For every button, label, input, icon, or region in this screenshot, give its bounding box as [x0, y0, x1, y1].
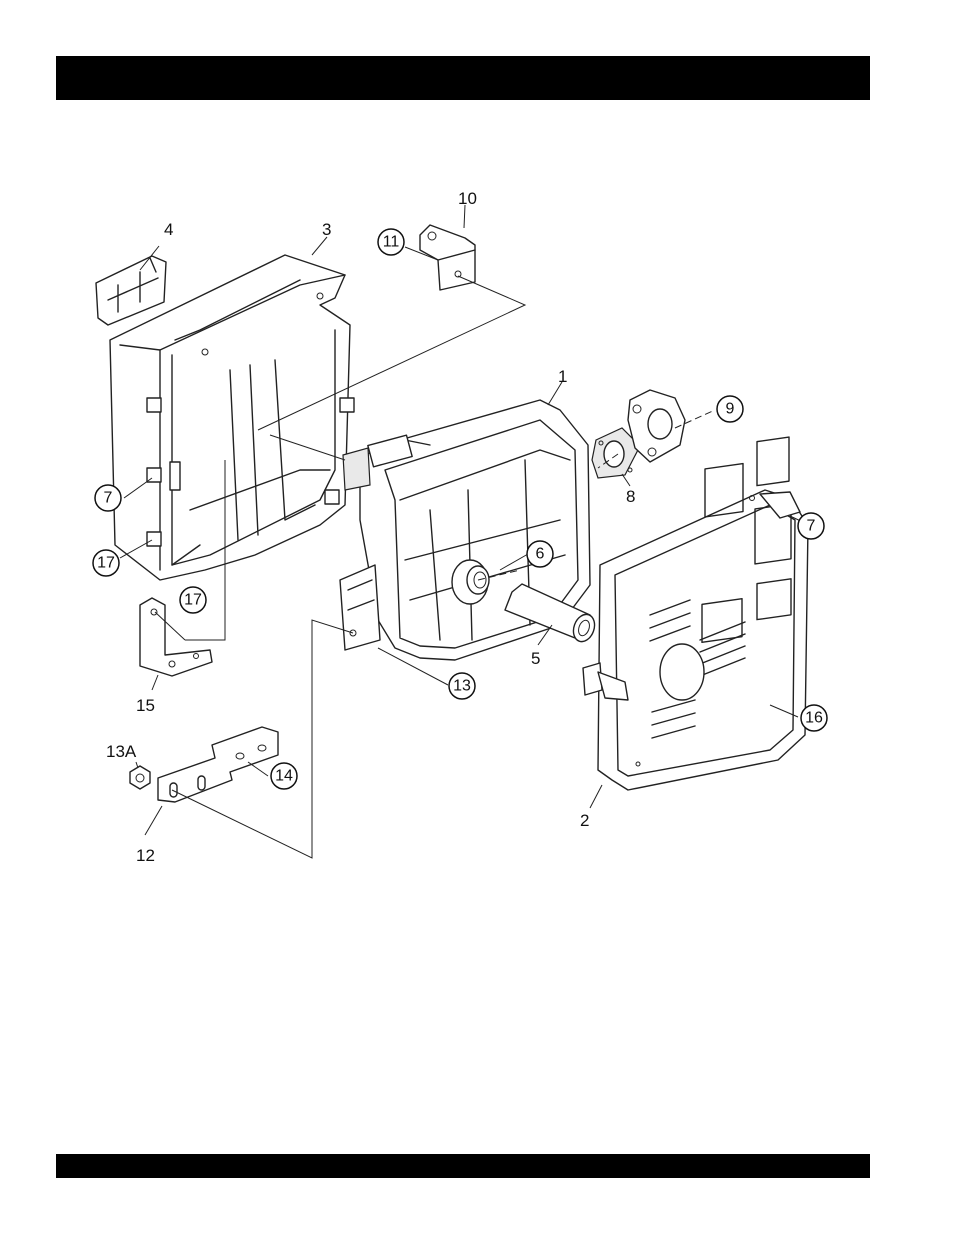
- svg-text:17: 17: [184, 592, 202, 609]
- svg-text:11: 11: [383, 234, 400, 251]
- svg-text:7: 7: [104, 490, 113, 507]
- callout-1: 1: [558, 367, 567, 386]
- callout-7-left: 7: [95, 485, 121, 511]
- muffler-cover-part-2: [583, 437, 808, 790]
- callout-15: 15: [136, 696, 155, 715]
- callout-5: 5: [531, 649, 540, 668]
- callout-7-right: 7: [798, 513, 824, 539]
- callout-2: 2: [580, 811, 589, 830]
- callout-14: 14: [271, 763, 297, 789]
- callout-17-left: 17: [93, 550, 119, 576]
- svg-text:7: 7: [807, 518, 816, 535]
- callout-9: 9: [717, 396, 743, 422]
- callout-13: 13: [449, 673, 475, 699]
- svg-text:16: 16: [805, 710, 823, 727]
- callout-13a: 13A: [106, 742, 137, 761]
- callout-10: 10: [458, 189, 477, 208]
- long-bracket-part-12: [158, 727, 278, 802]
- svg-text:13: 13: [453, 678, 471, 695]
- cover-plate-part-4: [96, 256, 166, 325]
- mounting-plate-part-13: [340, 565, 380, 650]
- callout-17-mid: 17: [180, 587, 206, 613]
- callout-3: 3: [322, 220, 331, 239]
- nut-part-13a: [130, 766, 150, 789]
- callout-8: 8: [626, 487, 635, 506]
- svg-text:17: 17: [97, 555, 115, 572]
- callout-11: 11: [378, 229, 404, 255]
- svg-text:6: 6: [536, 546, 545, 563]
- svg-text:14: 14: [275, 768, 293, 785]
- callout-16: 16: [801, 705, 827, 731]
- callout-6: 6: [527, 541, 553, 567]
- callout-12: 12: [136, 846, 155, 865]
- callout-4: 4: [164, 220, 173, 239]
- svg-text:9: 9: [726, 401, 735, 418]
